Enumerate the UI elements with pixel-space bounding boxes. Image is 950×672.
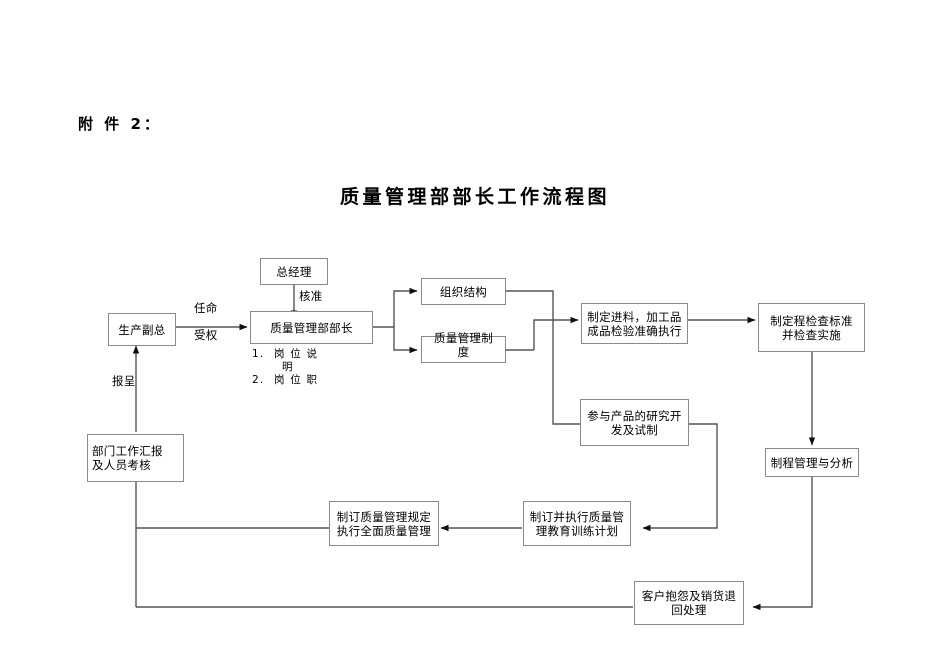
duties-item-2-text: 岗 位 职 (274, 374, 319, 386)
node-training-line2: 理教育训练计划 (535, 523, 619, 538)
node-qm-system-line1: 质量管理制 (434, 330, 493, 345)
node-inspection-exec: 制定进料，加工品 成品检验准确执行 (581, 303, 688, 344)
node-inspection-exec-label: 制定进料，加工品 成品检验准确执行 (582, 310, 687, 338)
node-qm-director-label: 质量管理部部长 (270, 320, 353, 335)
node-tqm-line2: 执行全面质量管理 (336, 523, 432, 538)
node-inspection-standard-line2: 并检查实施 (782, 327, 841, 342)
duties-item-1-continuation: 明 (282, 361, 294, 373)
node-inspection-exec-line1: 制定进料，加工品 (587, 309, 682, 324)
edge-to-qm-system (393, 327, 418, 354)
duties-list: 1. 岗 位 说 明 2. 岗 位 职 (252, 348, 318, 387)
edge-label-appoint: 任命 (194, 301, 218, 315)
node-dept-report-label: 部门工作汇报 及人员考核 (88, 444, 183, 472)
node-general-manager: 总经理 (260, 258, 328, 285)
node-training-plan-label: 制订并执行质量管 理教育训练计划 (524, 510, 630, 538)
node-qm-system-label: 质量管理制 度 (422, 331, 505, 359)
attachment-label: 附 件 2： (78, 115, 162, 133)
node-training-plan: 制订并执行质量管 理教育训练计划 (523, 501, 631, 546)
node-qm-system: 质量管理制 度 (421, 331, 506, 363)
edge-label-authorize: 受权 (194, 328, 218, 342)
node-production-vp: 生产副总 (108, 313, 176, 346)
node-complaint-line1: 客户抱怨及销货退 (641, 589, 737, 603)
duties-item-2-number: 2. (252, 374, 265, 386)
node-complaint-line2: 回处理 (671, 603, 707, 617)
duties-item-1: 1. 岗 位 说 (252, 348, 318, 361)
node-customer-complaint: 客户抱怨及销货退 回处理 (634, 581, 744, 625)
node-process-analysis-label: 制程管理与分析 (770, 455, 854, 470)
duties-item-1-number: 1. (252, 348, 265, 360)
node-rnd-line2: 发及试制 (610, 422, 659, 437)
node-qm-director: 质量管理部部长 (250, 311, 373, 344)
page-title: 质量管理部部长工作流程图 (339, 186, 610, 208)
node-org-structure: 组织结构 (421, 278, 506, 305)
node-general-manager-label: 总经理 (276, 264, 312, 279)
node-inspection-standard-line1: 制定程检查标准 (770, 313, 853, 328)
node-dept-report: 部门工作汇报 及人员考核 (87, 434, 184, 482)
duties-item-2: 2. 岗 位 职 (252, 374, 318, 387)
node-rnd-participation-label: 参与产品的研究开 发及试制 (581, 409, 688, 437)
edge-rnd-to-training (642, 423, 718, 532)
node-training-line1: 制订并执行质量管 (529, 509, 625, 524)
node-inspection-exec-line2: 成品检验准确执行 (587, 323, 682, 338)
edge-qm-merge2 (533, 319, 553, 350)
node-org-structure-label: 组织结构 (439, 284, 488, 299)
edge-label-approve: 核准 (299, 289, 323, 303)
node-tqm-rules: 制订质量管理规定 执行全面质量管理 (329, 501, 439, 546)
edge-label-report: 报呈 (112, 374, 136, 388)
node-qm-system-line2: 度 (457, 344, 470, 359)
node-inspection-standard-label: 制定程检查标准 并检查实施 (759, 314, 864, 342)
node-customer-complaint-label: 客户抱怨及销货退 回处理 (635, 589, 743, 617)
node-tqm-rules-label: 制订质量管理规定 执行全面质量管理 (330, 510, 438, 538)
edge-org-merge (506, 290, 554, 320)
node-rnd-line1: 参与产品的研究开 (587, 408, 682, 423)
edge-to-org-structure (393, 287, 418, 327)
node-rnd-participation: 参与产品的研究开 发及试制 (580, 399, 689, 446)
node-process-analysis: 制程管理与分析 (765, 448, 859, 477)
duties-item-1-text: 岗 位 说 (274, 348, 319, 360)
edge-to-rnd (552, 320, 580, 425)
node-dept-report-line1: 部门工作汇报 (92, 444, 163, 458)
node-production-vp-label: 生产副总 (118, 322, 166, 337)
node-dept-report-line2: 及人员考核 (92, 458, 151, 472)
node-tqm-line1: 制订质量管理规定 (336, 509, 432, 524)
edge-process-to-complaint (752, 477, 813, 611)
node-inspection-standard: 制定程检查标准 并检查实施 (758, 303, 865, 352)
